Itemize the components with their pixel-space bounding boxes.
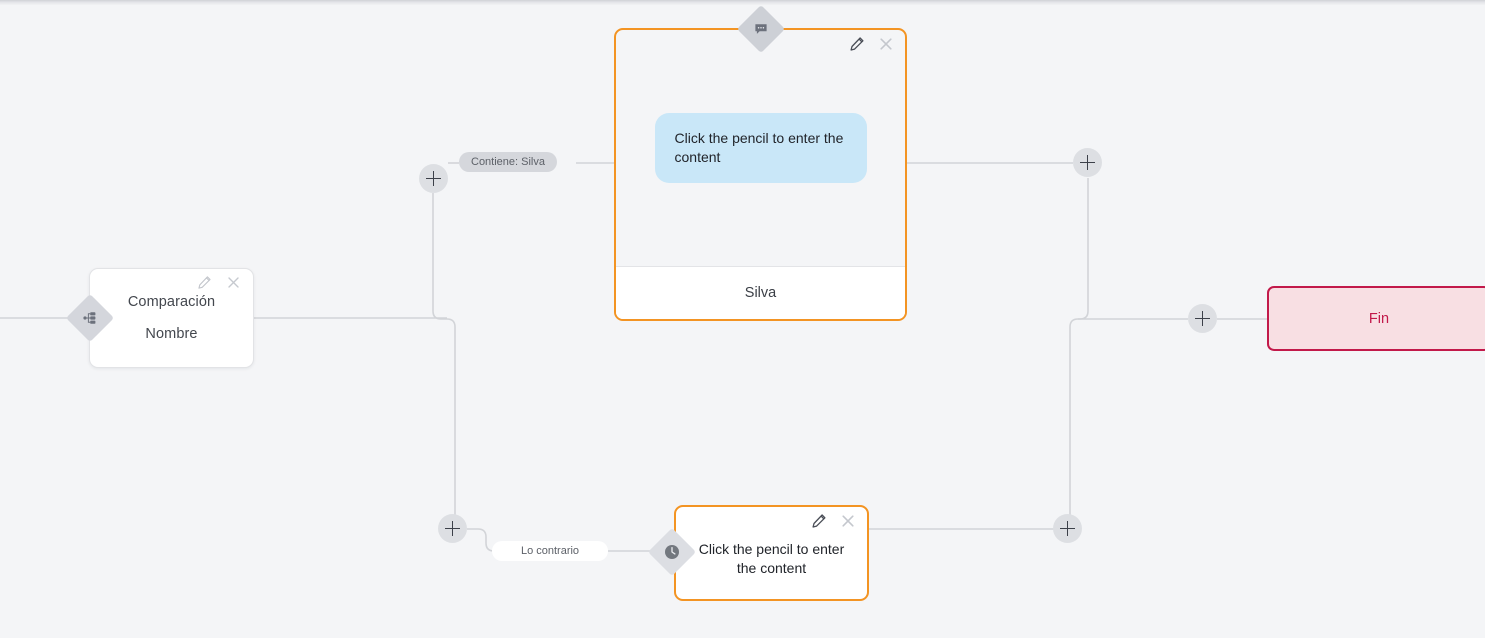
node-comparacion-title: Comparación <box>127 294 216 310</box>
message-glyph <box>753 21 769 37</box>
clock-icon <box>647 527 697 577</box>
node-comparacion-subtitle: Nombre <box>145 326 198 342</box>
edge-branch-true-trunk <box>432 193 447 320</box>
branch-split-icon <box>65 293 115 343</box>
close-icon[interactable] <box>226 275 243 292</box>
edge-branch-false-trunk <box>446 318 456 530</box>
pencil-icon[interactable] <box>811 513 828 530</box>
edge-false-label-left <box>467 528 495 552</box>
node-message-body: Click the pencil to enter the content <box>616 30 905 266</box>
clock-glyph <box>663 543 681 561</box>
edge-label-branch-true: Contiene: Silva <box>459 152 557 172</box>
window-top-edge <box>0 0 1485 5</box>
node-delay-actions <box>811 513 857 530</box>
close-icon[interactable] <box>878 36 895 53</box>
node-message[interactable]: Click the pencil to enter the content Si… <box>614 28 907 321</box>
edge-delay-up-to-merge <box>1052 318 1188 530</box>
close-icon[interactable] <box>840 513 857 530</box>
edge-message-down <box>1078 178 1089 320</box>
pencil-icon[interactable] <box>197 275 214 292</box>
edge-label-branch-false: Lo contrario <box>492 541 608 561</box>
branch-split-glyph <box>82 310 98 326</box>
message-bubble: Click the pencil to enter the content <box>654 113 867 183</box>
pencil-icon[interactable] <box>849 36 866 53</box>
add-node-after-message[interactable] <box>1073 148 1102 177</box>
node-message-actions <box>849 36 895 53</box>
node-delay[interactable]: Click the pencil to enter the content <box>674 505 869 601</box>
message-icon <box>736 4 786 54</box>
add-node-branch-false[interactable] <box>438 514 467 543</box>
add-node-after-delay[interactable] <box>1053 514 1082 543</box>
node-fin[interactable]: Fin <box>1267 286 1485 351</box>
add-node-branch-true[interactable] <box>419 164 448 193</box>
node-comparacion-actions <box>197 275 243 292</box>
add-node-before-fin[interactable] <box>1188 304 1217 333</box>
node-comparacion[interactable]: Comparación Nombre <box>89 268 254 368</box>
node-delay-text: Click the pencil to enter the content <box>698 541 845 576</box>
node-message-footer: Silva <box>616 266 905 319</box>
